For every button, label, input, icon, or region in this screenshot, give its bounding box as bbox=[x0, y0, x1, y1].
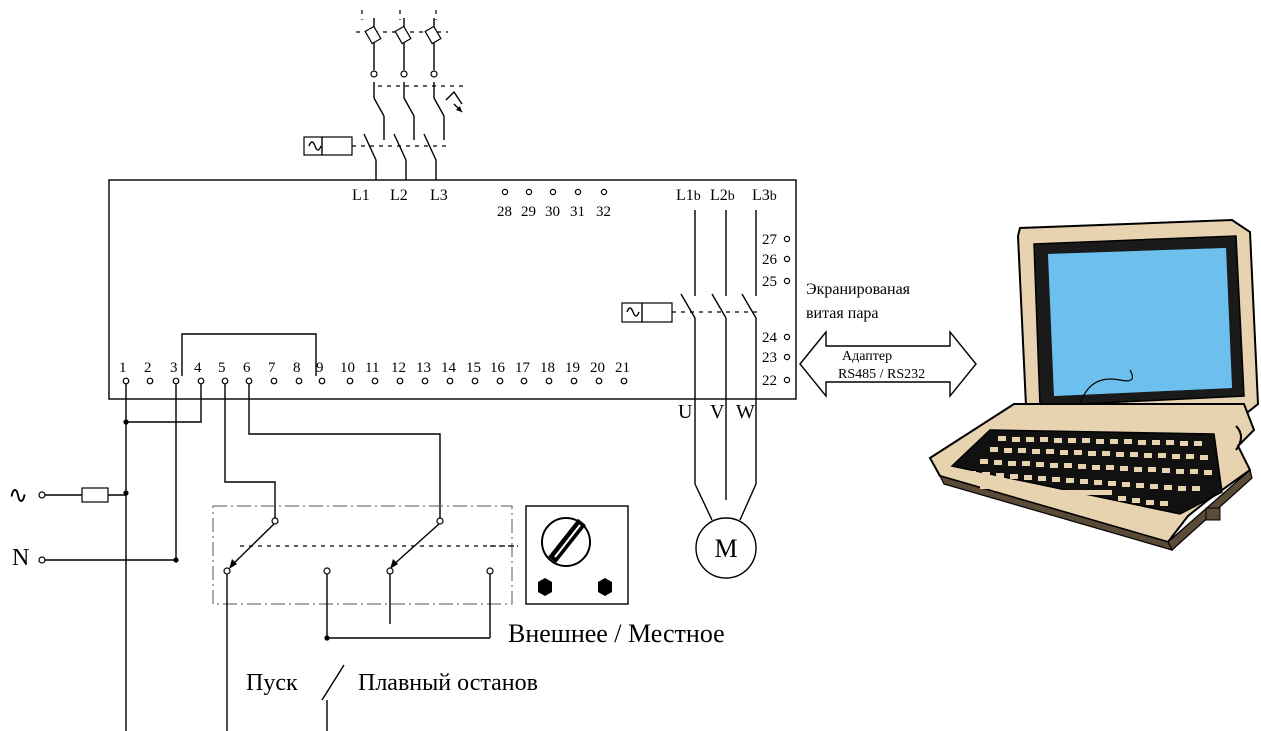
soft-starter-body bbox=[108, 179, 797, 400]
terminal-17: 17 bbox=[515, 360, 531, 376]
motor-label: M bbox=[714, 534, 737, 563]
bottom-terminal-row: 1 2 3 4 5 6 7 8 9 10 11 12 13 14 15 16 1… bbox=[119, 360, 630, 385]
adapter-arrow bbox=[799, 330, 977, 398]
bypass-terminal-labels: L1b L2b L3b bbox=[676, 187, 777, 204]
terminal-7: 7 bbox=[268, 360, 276, 376]
terminal-21: 21 bbox=[615, 360, 630, 376]
control-fuse bbox=[81, 487, 109, 503]
terminal-13: 13 bbox=[416, 360, 431, 376]
terminal-18: 18 bbox=[540, 360, 555, 376]
terminal-16: 16 bbox=[490, 360, 506, 376]
terminal-2: 2 bbox=[144, 360, 152, 376]
output-v: V bbox=[710, 401, 725, 423]
selector-knob-icon bbox=[525, 505, 629, 605]
output-w: W bbox=[736, 401, 755, 423]
terminal-1: 1 bbox=[119, 360, 127, 376]
svg-text:L3b: L3b bbox=[752, 187, 777, 204]
terminal-3: 3 bbox=[170, 360, 178, 376]
terminal-31: 31 bbox=[570, 204, 585, 220]
terminal-25: 25 bbox=[762, 274, 777, 290]
terminal-22: 22 bbox=[762, 373, 777, 389]
terminal-15: 15 bbox=[466, 360, 481, 376]
terminal-29: 29 bbox=[521, 204, 536, 220]
ac-supply-symbol: ∿ bbox=[8, 483, 28, 509]
terminal-30: 30 bbox=[545, 204, 560, 220]
circuit-breaker bbox=[373, 82, 468, 128]
terminal-8: 8 bbox=[293, 360, 301, 376]
terminal-5: 5 bbox=[218, 360, 226, 376]
control-wiring bbox=[123, 384, 441, 731]
terminal-20: 20 bbox=[590, 360, 605, 376]
svg-text:L2b: L2b bbox=[710, 187, 735, 204]
cable-label-line1: Экранированая bbox=[806, 281, 911, 298]
terminal-6: 6 bbox=[243, 360, 251, 376]
adapter-label-line2: RS485 / RS232 bbox=[838, 367, 925, 382]
motor-symbol bbox=[695, 517, 757, 579]
soft-stop-label: Плавный останов bbox=[358, 670, 538, 696]
bypass-l2: L2 bbox=[710, 187, 728, 204]
output-u: U bbox=[678, 401, 693, 423]
upper-terminal-row: 28 29 30 31 32 bbox=[497, 188, 611, 220]
svg-text:L1b: L1b bbox=[676, 187, 701, 204]
selector-switch-box bbox=[212, 505, 513, 605]
terminal-26: 26 bbox=[762, 252, 778, 268]
bypass-l1: L1 bbox=[676, 187, 694, 204]
right-terminal-column: 27 26 25 24 23 22 bbox=[762, 232, 791, 389]
supply-fuses bbox=[356, 10, 448, 78]
laptop-icon bbox=[928, 218, 1260, 551]
terminal-14: 14 bbox=[441, 360, 457, 376]
terminal-10: 10 bbox=[340, 360, 355, 376]
terminal-l3: L3 bbox=[430, 187, 448, 204]
terminal-27: 27 bbox=[762, 232, 778, 248]
terminal-l1: L1 bbox=[352, 187, 370, 204]
jumper-4-9 bbox=[181, 333, 317, 376]
cable-label-line2: витая пара bbox=[806, 305, 879, 322]
bypass-l3: L3 bbox=[752, 187, 770, 204]
terminal-24: 24 bbox=[762, 330, 778, 346]
line-contactor bbox=[303, 128, 446, 180]
neutral-label: N bbox=[12, 545, 29, 571]
terminal-32: 32 bbox=[596, 204, 611, 220]
start-label: Пуск bbox=[246, 670, 298, 696]
adapter-label-line1: Адаптер bbox=[842, 349, 892, 364]
terminal-19: 19 bbox=[565, 360, 580, 376]
terminal-4: 4 bbox=[194, 360, 202, 376]
terminal-28: 28 bbox=[497, 204, 512, 220]
selector-label: Внешнее / Местное bbox=[508, 619, 725, 648]
terminal-l2: L2 bbox=[390, 187, 408, 204]
bypass-contactor bbox=[621, 210, 758, 521]
terminal-23: 23 bbox=[762, 350, 777, 366]
soft-stop-switch bbox=[321, 664, 345, 701]
terminal-12: 12 bbox=[391, 360, 406, 376]
terminal-9: 9 bbox=[316, 360, 324, 376]
terminal-11: 11 bbox=[365, 360, 379, 376]
